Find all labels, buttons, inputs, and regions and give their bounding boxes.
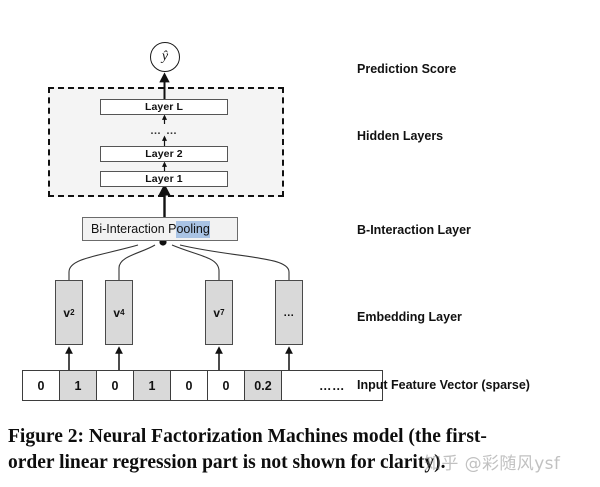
embedding-symbol-v7: v [213,305,221,320]
input-cell-6: 0.2 [245,371,282,400]
stage-label-embedding-layer: Embedding Layer [357,310,462,324]
input-cell-3: 1 [134,371,171,400]
input-cell-0: 0 [23,371,60,400]
figure-caption: Figure 2: Neural Factorization Machines … [8,424,592,475]
stage-label-prediction-score: Prediction Score [357,62,457,76]
stage-label-input-feature-vector: Input Feature Vector (sparse) [357,378,530,392]
input-cell-ellipsis: …… [319,378,345,393]
hidden-layer-label-1: Layer 1 [145,173,183,185]
pooling-label-selected: ooling [176,220,210,238]
input-feature-vector-row: 0 1 0 1 0 0 0.2 …… [22,370,383,401]
input-cell-1: 1 [60,371,97,400]
embedding-box-ellipsis: … [275,280,303,345]
hidden-layers-ellipsis: … … [149,125,179,137]
curve-embed1-to-pooling [68,244,139,280]
curve-embed2-to-pooling [118,244,156,280]
hidden-layer-box-1: Layer 1 [100,171,228,187]
embedding-symbol-v4: v [113,305,121,320]
prediction-score-node: ŷ [150,42,180,72]
curve-embed3-to-pooling [171,244,220,280]
figure-caption-line-2: order linear regression part is not show… [8,451,446,473]
stage-label-hidden-layers: Hidden Layers [357,129,444,143]
figure-caption-line-1: Figure 2: Neural Factorization Machines … [8,426,487,447]
prediction-score-label: ŷ [161,49,169,64]
input-cell-4: 0 [171,371,208,400]
stage-label-b-interaction-layer: B-Interaction Layer [357,223,471,237]
input-cell-2: 0 [97,371,134,400]
input-cell-5: 0 [208,371,245,400]
pooling-label-plain: Bi-Interaction P [91,222,177,236]
curve-embed4-to-pooling [179,244,290,280]
hidden-layer-label-L: Layer L [144,101,184,113]
embedding-symbol-v2: v [63,305,71,320]
hidden-layer-label-2: Layer 2 [145,148,183,160]
hidden-layer-box-2: Layer 2 [100,146,228,162]
embedding-symbol-ellipsis: … [283,306,295,319]
hidden-layer-box-L: Layer L [100,99,228,115]
